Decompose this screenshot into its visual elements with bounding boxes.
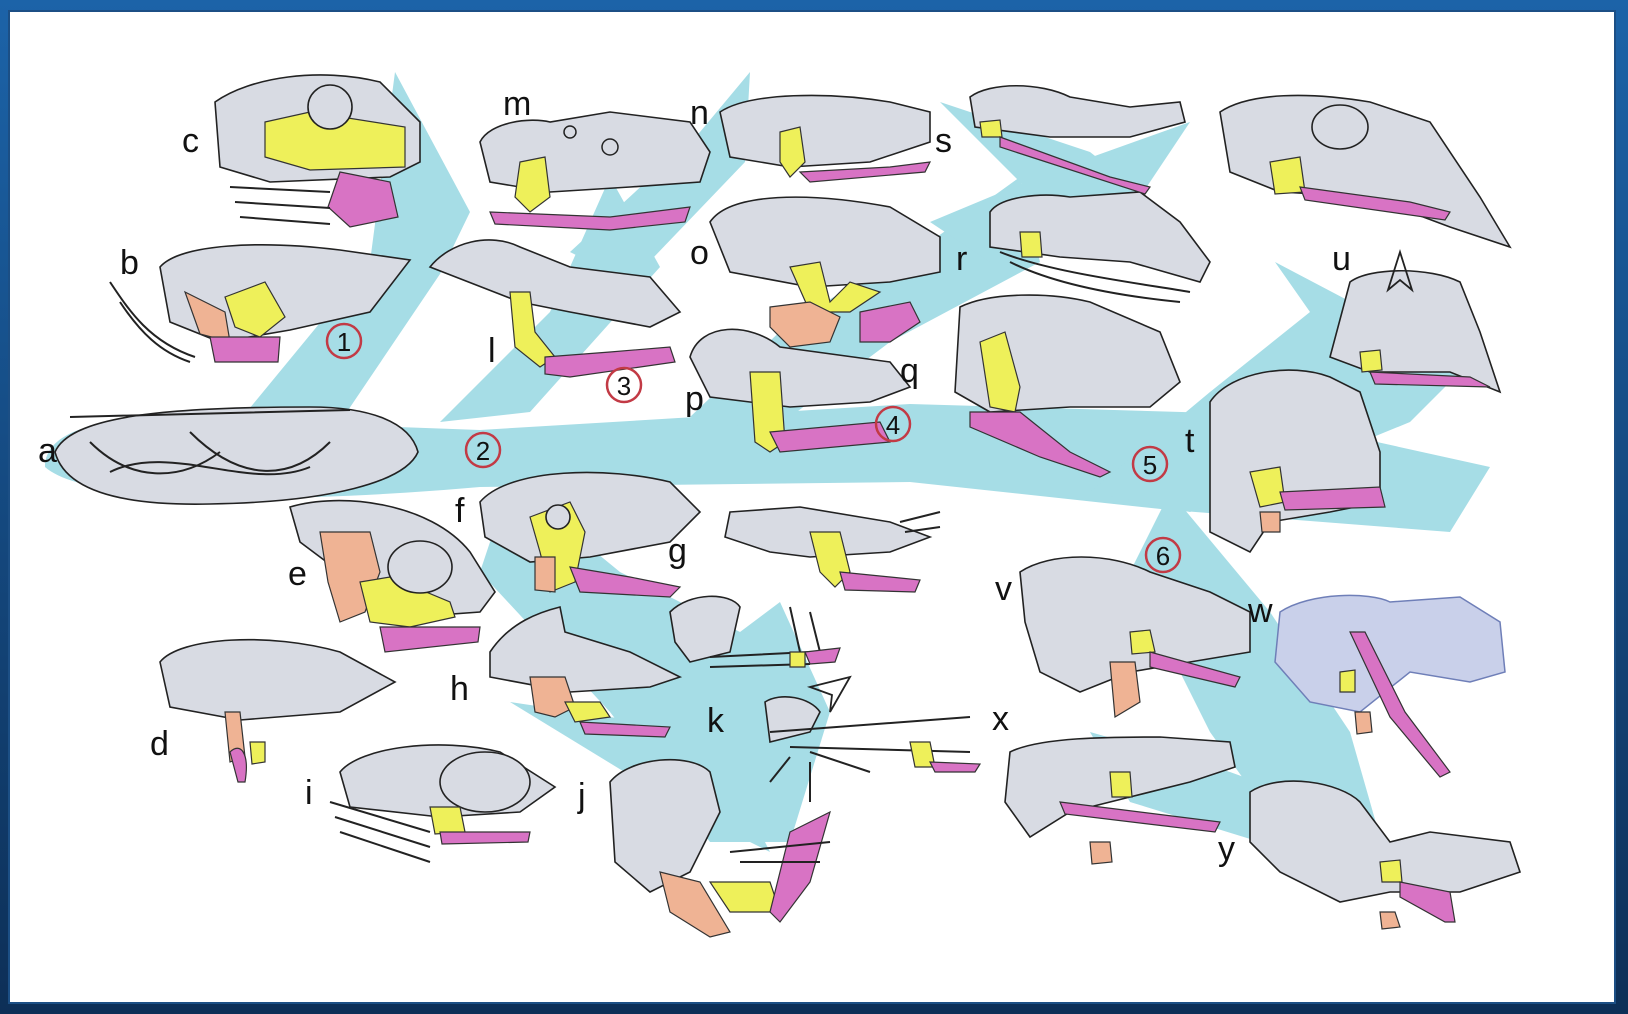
phylogeny-diagram: a b c d e f g h i j k l m n o p q r s t … xyxy=(10,12,1614,1002)
label-a: a xyxy=(38,432,57,470)
label-l: l xyxy=(488,332,496,370)
label-j: j xyxy=(577,777,586,815)
skull-g xyxy=(725,507,940,592)
label-t: t xyxy=(1185,422,1195,460)
label-i: i xyxy=(305,774,313,812)
svg-text:5: 5 xyxy=(1143,450,1157,480)
label-x: x xyxy=(992,700,1009,738)
label-s: s xyxy=(935,122,952,160)
skull-r xyxy=(990,192,1210,302)
label-k: k xyxy=(707,702,725,740)
figure-panel: a b c d e f g h i j k l m n o p q r s t … xyxy=(8,10,1616,1004)
label-c: c xyxy=(182,122,199,160)
label-n: n xyxy=(690,94,709,132)
svg-text:3: 3 xyxy=(617,371,631,401)
svg-text:2: 2 xyxy=(476,436,490,466)
svg-text:6: 6 xyxy=(1156,541,1170,571)
label-u: u xyxy=(1332,240,1351,278)
skull-u-top xyxy=(1220,95,1510,247)
label-d: d xyxy=(150,725,169,763)
skull-y xyxy=(1250,781,1520,929)
label-g: g xyxy=(668,532,687,570)
svg-text:4: 4 xyxy=(886,410,900,440)
skull-c xyxy=(215,75,420,227)
label-r: r xyxy=(956,240,967,278)
label-m: m xyxy=(503,85,531,123)
label-e: e xyxy=(288,555,307,593)
label-v: v xyxy=(995,570,1012,608)
label-y: y xyxy=(1218,830,1235,868)
skull-i xyxy=(330,745,555,862)
label-b: b xyxy=(120,244,139,282)
skull-o xyxy=(710,197,940,347)
label-f: f xyxy=(455,492,465,530)
label-h: h xyxy=(450,670,469,708)
label-w: w xyxy=(1247,592,1273,630)
node-3: 3 xyxy=(607,368,641,402)
label-p: p xyxy=(685,380,704,418)
skull-n xyxy=(720,95,930,182)
label-q: q xyxy=(900,352,919,390)
label-o: o xyxy=(690,234,709,272)
svg-text:1: 1 xyxy=(337,327,351,357)
